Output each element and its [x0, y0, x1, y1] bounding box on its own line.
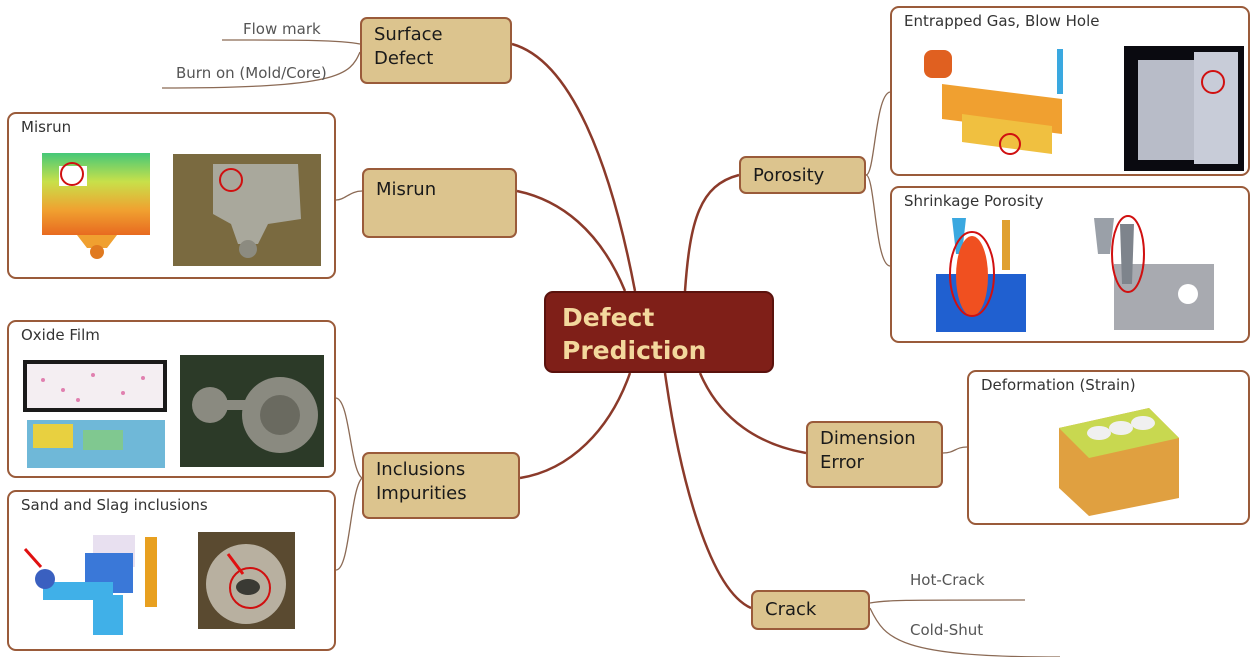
misrun-photo: [173, 154, 321, 266]
card-deformation: Deformation (Strain): [967, 370, 1250, 525]
misrun-simulation-image: [42, 153, 150, 259]
oxide-film-images: [23, 360, 167, 468]
sand-slag-photo: [198, 532, 295, 629]
leaf-burn-on[interactable]: Burn on (Mold/Core): [176, 64, 327, 82]
branch-dimension-error[interactable]: Dimension Error: [806, 421, 943, 488]
card-oxide-film-title: Oxide Film: [21, 326, 100, 344]
branch-crack-label: Crack: [765, 599, 817, 620]
oxide-film-photo: [180, 355, 324, 467]
branch-surface-defect-line2: Defect: [374, 48, 434, 69]
card-entrapped-gas-title: Entrapped Gas, Blow Hole: [904, 12, 1100, 30]
entrapped-gas-simulation-image: [924, 49, 1063, 155]
link-hot-crack: [869, 599, 1026, 604]
branch-dimension-line2: Error: [820, 452, 864, 473]
entrapped-gas-photo: [1124, 46, 1244, 171]
link-deformation-card: [942, 446, 968, 454]
link-surface-defect: [511, 42, 637, 292]
shrinkage-photo: [1094, 215, 1214, 330]
card-shrinkage-porosity-title: Shrinkage Porosity: [904, 192, 1044, 210]
shrinkage-simulation-image: [936, 218, 1026, 332]
central-topic-line1: Defect: [562, 303, 655, 332]
link-misrun: [516, 189, 627, 292]
link-flow-mark: [221, 39, 361, 45]
link-cold-shut: [869, 607, 1061, 657]
link-porosity: [683, 173, 740, 292]
card-sand-slag: Sand and Slag inclusions: [7, 490, 336, 651]
central-topic-line2: Prediction: [562, 336, 707, 365]
branch-surface-defect[interactable]: Surface Defect: [360, 17, 512, 84]
link-dimension: [698, 372, 807, 455]
branch-inclusions-line1: Inclusions: [376, 459, 466, 480]
central-topic-defect-prediction[interactable]: Defect Prediction: [544, 291, 774, 373]
branch-surface-defect-line1: Surface: [374, 24, 443, 45]
branch-dimension-line1: Dimension: [820, 428, 916, 449]
card-oxide-film: Oxide Film: [7, 320, 336, 478]
deformation-simulation-image: [1059, 408, 1179, 516]
card-deformation-title: Deformation (Strain): [981, 376, 1136, 394]
leaf-cold-shut[interactable]: Cold-Shut: [910, 621, 984, 639]
branch-inclusions-line2: Impurities: [376, 483, 467, 504]
card-entrapped-gas: Entrapped Gas, Blow Hole: [890, 6, 1250, 176]
link-crack: [663, 372, 752, 610]
branch-porosity[interactable]: Porosity: [739, 156, 866, 194]
sand-slag-simulation-image: [23, 535, 157, 635]
card-sand-slag-title: Sand and Slag inclusions: [21, 496, 208, 514]
branch-inclusions-impurities[interactable]: Inclusions Impurities: [362, 452, 520, 519]
branch-crack[interactable]: Crack: [751, 590, 870, 630]
link-inclusions: [519, 372, 632, 480]
link-oxide-card: [335, 397, 363, 479]
link-entrapped-card: [865, 91, 891, 176]
card-misrun-title: Misrun: [21, 118, 72, 136]
branch-porosity-label: Porosity: [753, 165, 825, 186]
leaf-hot-crack[interactable]: Hot-Crack: [910, 571, 985, 589]
link-shrinkage-card: [865, 174, 891, 267]
link-misrun-card: [335, 190, 363, 201]
branch-misrun[interactable]: Misrun: [362, 168, 517, 238]
leaf-flow-mark[interactable]: Flow mark: [243, 20, 321, 38]
branch-misrun-label: Misrun: [376, 179, 437, 200]
link-burn-on: [161, 51, 361, 89]
card-shrinkage-porosity: Shrinkage Porosity: [890, 186, 1250, 343]
card-misrun: Misrun: [7, 112, 336, 279]
link-sand-card: [335, 477, 363, 571]
